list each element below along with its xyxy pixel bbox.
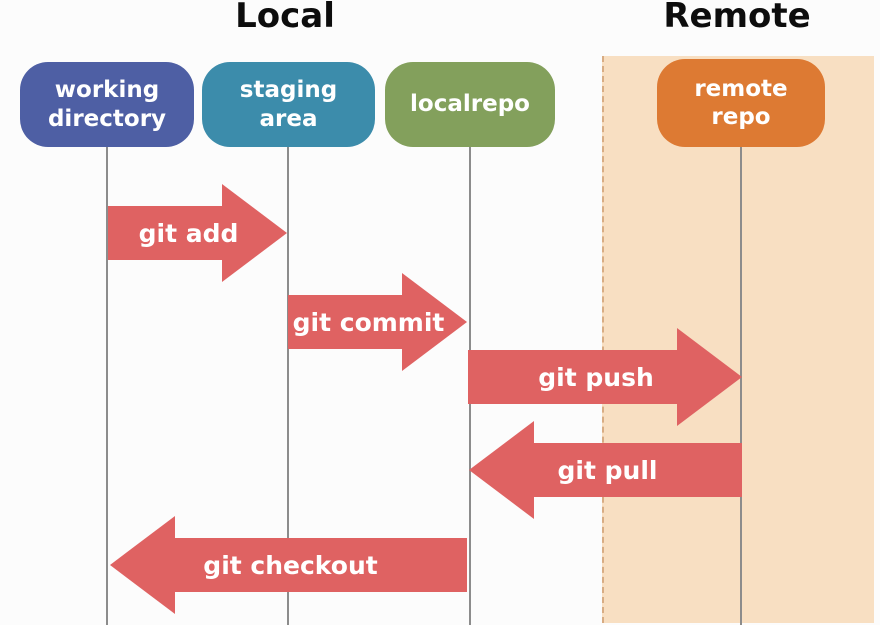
- arrow-body: [288, 295, 403, 349]
- arrow-git-checkout: git checkout: [110, 516, 467, 614]
- arrow-head-left-icon: [469, 421, 534, 519]
- arrow-head-right-icon: [222, 184, 287, 282]
- arrow-label: git add: [138, 218, 239, 248]
- arrow-body: [533, 443, 742, 497]
- arrow-git-pull: git pull: [469, 421, 742, 519]
- arrow-body: [174, 538, 467, 592]
- lifeline-working-directory: [106, 145, 108, 625]
- node-staging-area: staging area: [202, 62, 375, 147]
- arrow-git-push: git push: [468, 328, 742, 426]
- local-section-title: Local: [235, 0, 335, 36]
- node-remote-repo: remote repo: [657, 59, 825, 147]
- node-localrepo: localrepo: [385, 62, 555, 147]
- arrow-git-commit: git commit: [288, 273, 467, 371]
- arrow-label: git pull: [557, 455, 658, 485]
- node-working-directory: working directory: [20, 62, 194, 147]
- arrow-body: [108, 206, 223, 260]
- arrow-git-add: git add: [108, 184, 287, 282]
- arrow-label: git checkout: [203, 550, 378, 580]
- arrow-head-right-icon: [677, 328, 742, 426]
- arrow-head-right-icon: [402, 273, 467, 371]
- arrow-label: git push: [538, 362, 654, 392]
- remote-section-title: Remote: [663, 0, 811, 36]
- arrow-body: [468, 350, 678, 404]
- arrow-head-left-icon: [110, 516, 175, 614]
- arrow-label: git commit: [292, 307, 445, 337]
- lifeline-staging-area: [287, 145, 289, 625]
